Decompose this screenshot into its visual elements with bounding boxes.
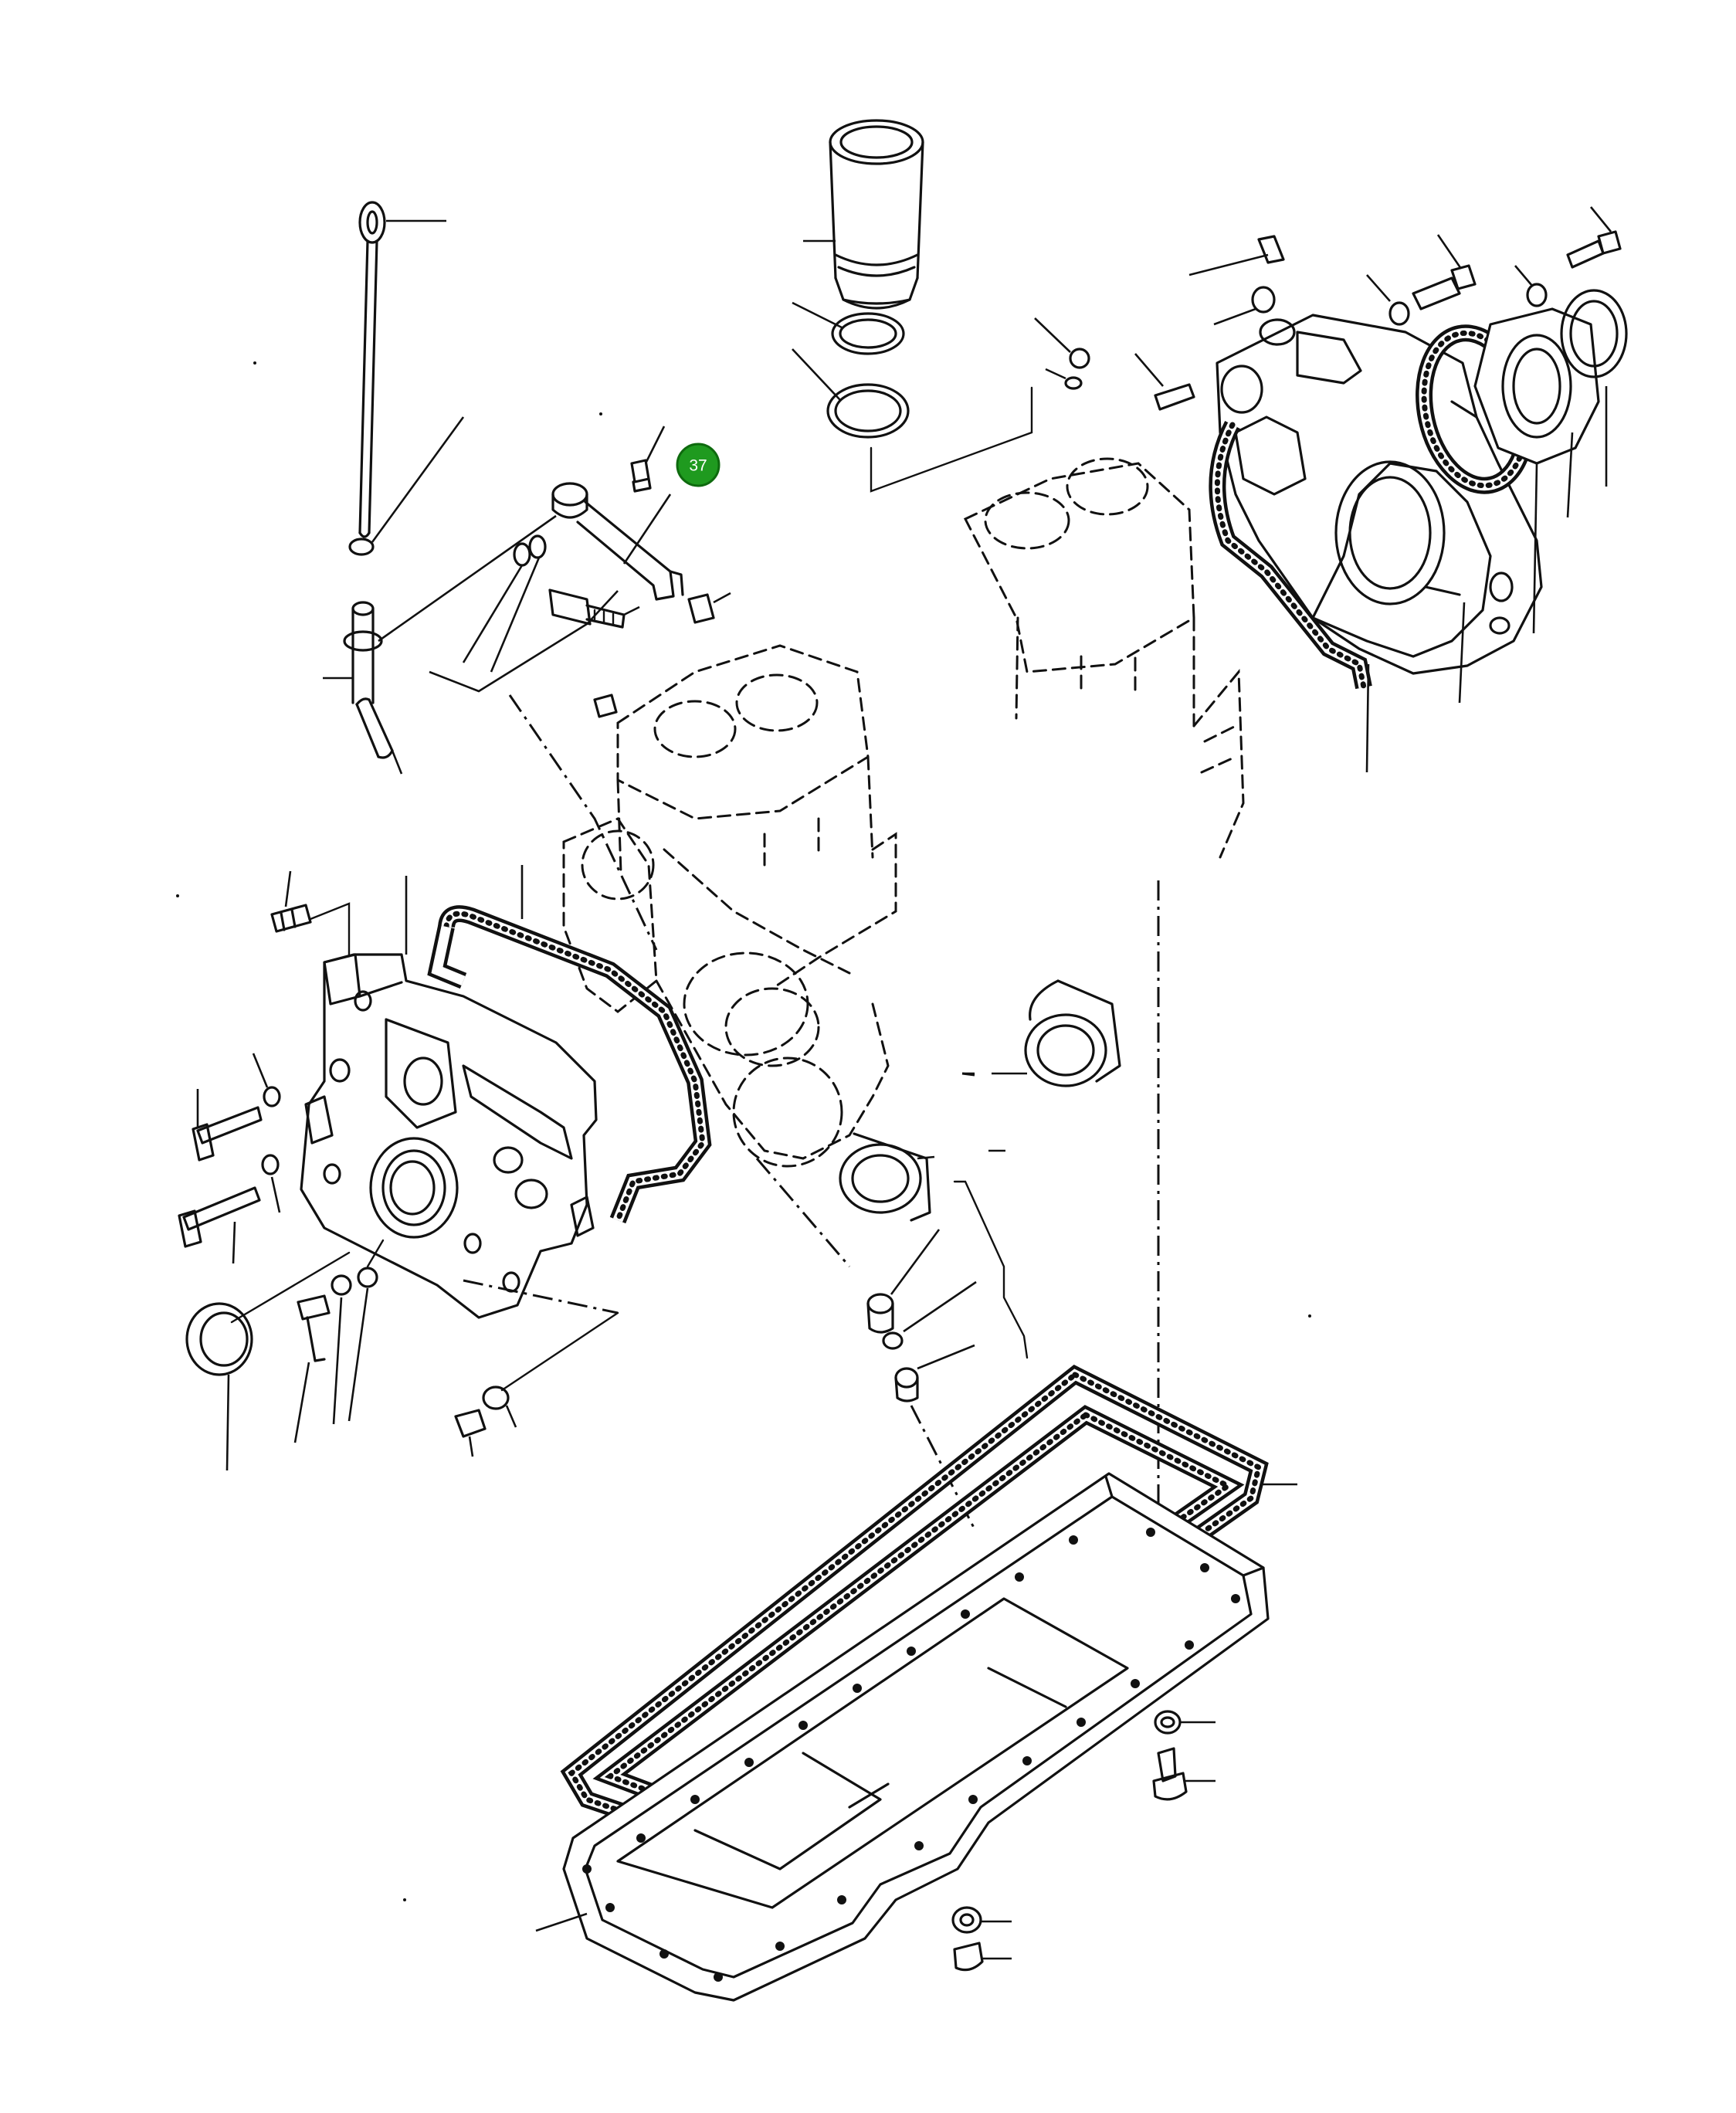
plug-fittings-part [866, 1180, 1029, 1402]
callout-37-marker[interactable] [676, 443, 721, 487]
oil-pan-holes [582, 1528, 1240, 1982]
timing-cover-part [178, 865, 712, 1471]
cylinder-liner-part [792, 119, 1033, 493]
dipstick-part [348, 201, 465, 556]
crankshaft-seal-part [962, 979, 1121, 1087]
callout-37[interactable]: 37 [676, 443, 721, 487]
flywheel-housing-part [1034, 206, 1628, 773]
oil-pan-part [535, 1472, 1270, 2002]
tube-bracket-part [429, 426, 731, 718]
engine-block-outline [562, 457, 1245, 1168]
bearing-ring-part [839, 1132, 1005, 1222]
drain-plug-part [951, 1710, 1216, 1972]
stray-marks [176, 361, 1311, 1901]
dipstick-tube-part [323, 514, 557, 775]
